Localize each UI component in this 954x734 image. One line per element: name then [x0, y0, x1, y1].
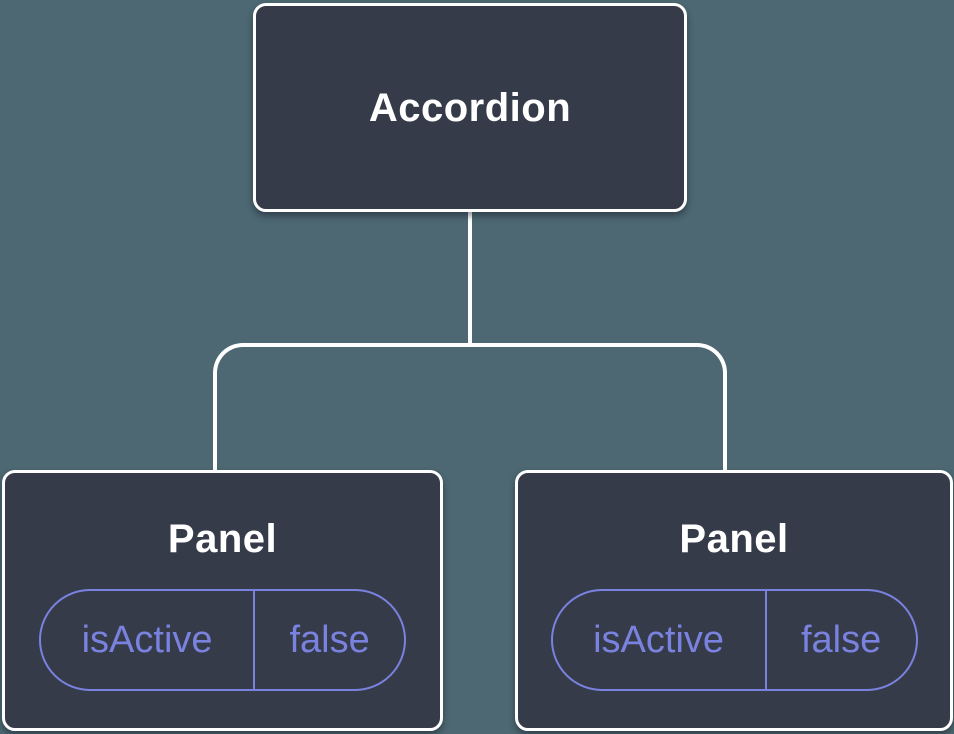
- prop-pill: isActive false: [39, 589, 406, 691]
- prop-value: false: [289, 618, 370, 661]
- node-panel-left-label: Panel: [167, 517, 278, 561]
- prop-name: isActive: [553, 591, 767, 689]
- connector-branch-bracket: [213, 343, 727, 471]
- node-accordion-label: Accordion: [368, 85, 572, 130]
- node-panel-right: Panel isActive false: [515, 470, 953, 731]
- prop-pill: isActive false: [550, 589, 918, 691]
- prop-value: false: [800, 618, 882, 661]
- connector-root-stem: [468, 211, 472, 345]
- node-panel-right-label: Panel: [679, 517, 789, 561]
- node-panel-left: Panel isActive false: [2, 470, 443, 731]
- node-accordion: Accordion: [253, 3, 687, 212]
- prop-name: isActive: [41, 591, 256, 689]
